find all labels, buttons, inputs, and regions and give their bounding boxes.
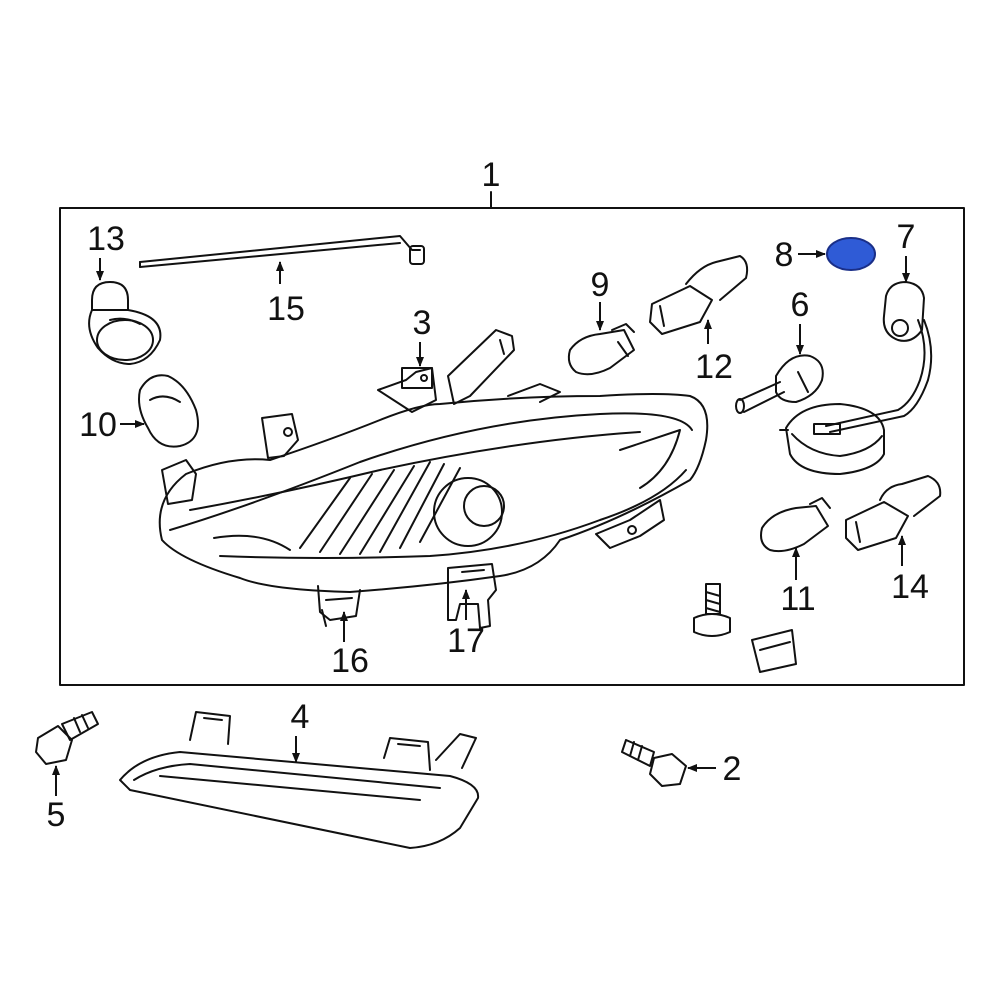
assembly-frame bbox=[59, 207, 965, 686]
inner-clip bbox=[751, 629, 797, 673]
callout-14: 14 bbox=[891, 568, 929, 606]
part-10-bulb bbox=[138, 374, 199, 448]
callout-16: 16 bbox=[331, 642, 369, 680]
callout-7: 7 bbox=[897, 218, 916, 256]
callout-6: 6 bbox=[791, 286, 810, 324]
part-4-reflector bbox=[119, 711, 480, 849]
part-13-bulb bbox=[88, 281, 162, 365]
part-8-cap-highlighted[interactable] bbox=[826, 237, 876, 271]
part-12-bulb bbox=[649, 255, 749, 335]
callout-11: 11 bbox=[780, 580, 815, 618]
callout-3: 3 bbox=[413, 304, 432, 342]
part-6-bulb bbox=[735, 354, 824, 414]
callout-9: 9 bbox=[591, 266, 610, 304]
callout-10: 10 bbox=[79, 406, 117, 444]
callout-8: 8 bbox=[775, 236, 794, 274]
callout-5: 5 bbox=[47, 796, 66, 834]
part-7-socket bbox=[779, 281, 933, 475]
part-11-bulb bbox=[760, 497, 831, 553]
callout-13: 13 bbox=[87, 220, 125, 258]
headlamp-housing bbox=[158, 329, 709, 629]
part-2-bolt bbox=[621, 739, 687, 787]
callout-2: 2 bbox=[723, 750, 742, 788]
callout-12: 12 bbox=[695, 348, 733, 386]
part-14-bulb bbox=[845, 475, 942, 551]
part-15-wire-harness bbox=[139, 235, 425, 268]
part-9-bulb bbox=[567, 323, 635, 376]
inner-screw bbox=[693, 583, 731, 637]
callout-4: 4 bbox=[291, 698, 310, 736]
callout-1: 1 bbox=[482, 156, 501, 194]
callout-15: 15 bbox=[267, 290, 305, 328]
callout-17: 17 bbox=[447, 622, 485, 660]
part-5-bolt bbox=[35, 711, 99, 765]
